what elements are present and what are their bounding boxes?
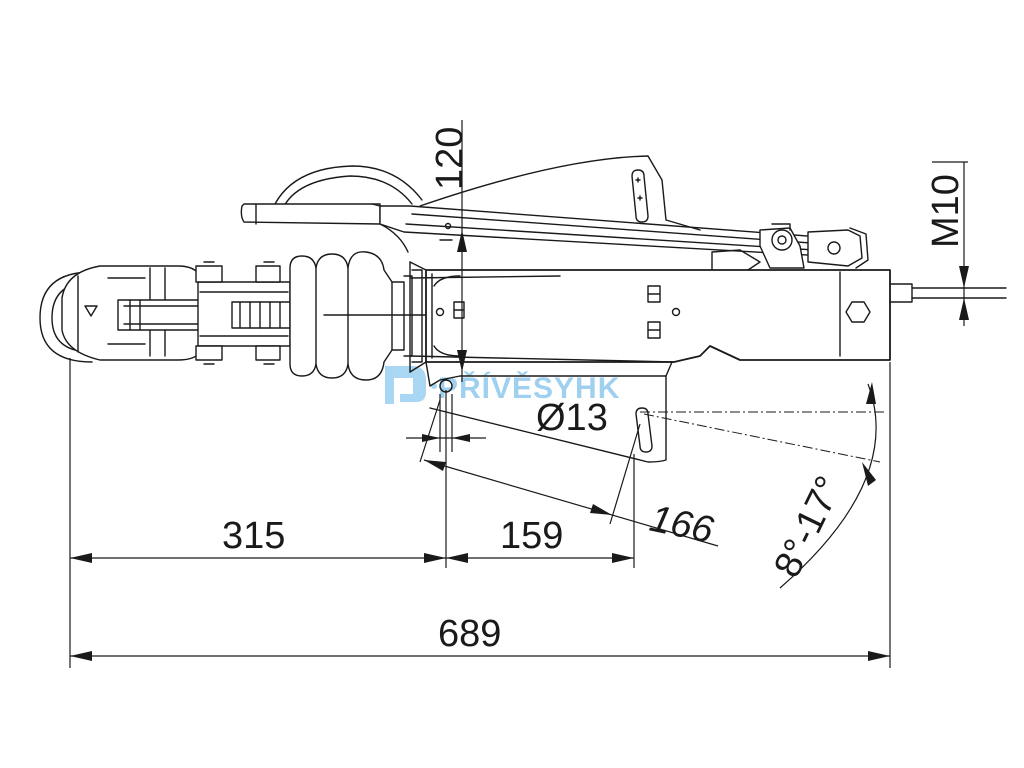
coupling-head — [39, 265, 231, 363]
dim-label-166: 166 — [646, 498, 718, 552]
dim-label-689: 689 — [438, 613, 501, 655]
dim-label-diameter: Ø13 — [536, 397, 608, 439]
center-lines — [640, 411, 884, 463]
bellows — [289, 251, 427, 381]
main-frame — [409, 261, 1007, 463]
dim-label-m10: M10 — [925, 174, 967, 248]
handbrake-lever — [240, 155, 869, 275]
dim-label-315: 315 — [222, 515, 285, 557]
dimension-lines — [69, 120, 969, 668]
dim-label-159: 159 — [500, 515, 563, 557]
dim-label-120: 120 — [429, 127, 471, 190]
